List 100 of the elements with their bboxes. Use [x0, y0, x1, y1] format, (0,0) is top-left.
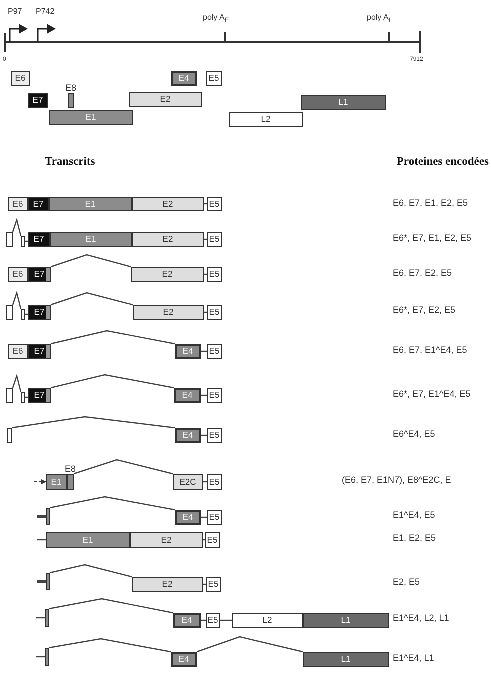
- exon-box: [7, 428, 12, 443]
- exon-box: [8, 197, 28, 211]
- exon-box: [132, 232, 204, 247]
- exon-label: E5: [209, 200, 220, 208]
- exon-box: [174, 388, 201, 403]
- splice-line: [50, 254, 132, 268]
- exon-box: [133, 305, 204, 320]
- exon-box: [129, 92, 202, 107]
- exon-bar: [45, 609, 49, 627]
- exon-box: [303, 613, 389, 628]
- exon-box: [28, 305, 51, 320]
- protein-list: E6*, E7, E1^E4, E5: [393, 390, 471, 400]
- exon-box: [175, 428, 201, 443]
- exon-box: [132, 197, 204, 211]
- exon-box: [6, 305, 13, 320]
- exon-label: E5: [209, 347, 220, 356]
- splice-line: [50, 564, 132, 578]
- exon-box: [49, 197, 132, 211]
- protein-list: E1, E2, E5: [393, 534, 436, 544]
- exon-label: L1: [341, 655, 351, 664]
- exon-box: [207, 474, 222, 490]
- exon-label: E4: [182, 513, 194, 522]
- splice-line: [12, 416, 176, 429]
- polya-site-label: poly A$_{E}$: [203, 14, 230, 25]
- exon-box: [205, 532, 220, 548]
- exon-box: [207, 267, 222, 282]
- exon-label: E2: [162, 200, 174, 208]
- splice-line: [50, 374, 174, 389]
- splice-line: [12, 290, 22, 310]
- exon-label: E8: [65, 465, 76, 474]
- exon-label: E7: [34, 347, 45, 356]
- exon-label: E4: [182, 391, 193, 400]
- connector-line: [37, 580, 46, 583]
- exon-label: E7: [32, 96, 44, 105]
- exon-box: [28, 267, 51, 282]
- protein-list: E1^E4, L2, L1: [393, 614, 450, 624]
- splice-line: [48, 598, 174, 614]
- exon-label: E7: [34, 235, 44, 244]
- connector-line: [34, 480, 46, 484]
- exon-box: [301, 95, 386, 110]
- exon-label: E5: [209, 270, 220, 279]
- exon-box: [171, 652, 197, 667]
- exon-box: [207, 344, 222, 359]
- connector-line: [37, 515, 46, 518]
- splice-line: [74, 459, 174, 475]
- protein-list: (E6, E7, E1N7), E8^E2C, E: [342, 476, 452, 486]
- exon-label: L2: [262, 616, 272, 625]
- exon-box: [6, 388, 13, 403]
- exon-box: [232, 613, 303, 628]
- exon-bar: [46, 573, 50, 590]
- splice-line: [12, 218, 22, 236]
- exon-label: E5: [209, 513, 220, 522]
- exon-label: E2: [162, 235, 174, 244]
- protein-list: E1^E4, E5: [393, 511, 436, 521]
- exon-label: E4: [182, 616, 192, 625]
- splice-line: [50, 292, 134, 306]
- exon-box: [207, 510, 222, 525]
- exon-label: E2: [160, 95, 171, 104]
- exon-label: E6: [12, 200, 24, 208]
- exon-box: [21, 392, 25, 403]
- exon-box: [206, 71, 222, 86]
- exon-box: [173, 613, 201, 628]
- exon-label: E8: [66, 84, 76, 93]
- exon-box: [28, 93, 48, 108]
- exon-label: E5: [209, 478, 220, 486]
- exon-box: [171, 71, 197, 86]
- exon-label: E6: [12, 270, 24, 279]
- exon-box: [207, 388, 222, 403]
- protein-list: E1^E4, L1: [393, 654, 434, 664]
- exon-label: E2: [162, 580, 173, 589]
- exon-box: [132, 577, 203, 592]
- exon-box: [46, 474, 67, 490]
- exon-label: E6: [12, 347, 24, 356]
- exon-box: [46, 532, 130, 548]
- exon-label: E6: [15, 74, 26, 83]
- exon-label: E4: [182, 431, 194, 440]
- protein-list: E6, E7, E2, E5: [393, 269, 452, 279]
- exon-box: [207, 197, 222, 211]
- exon-box: [207, 305, 222, 320]
- exon-box: [303, 652, 389, 667]
- splice-line: [12, 374, 22, 392]
- exon-box: [28, 232, 50, 247]
- exon-label: E5: [207, 536, 218, 544]
- column-heading: Transcrits: [45, 156, 96, 169]
- exon-label: E1: [86, 113, 96, 122]
- exon-label: E4: [182, 347, 194, 356]
- exon-box: [206, 613, 220, 628]
- exon-label: E2: [162, 270, 173, 279]
- exon-box: [207, 232, 222, 247]
- splice-line: [196, 636, 304, 653]
- exon-box: [28, 344, 51, 359]
- exon-bar: [45, 648, 49, 666]
- polya-site-label: poly A$_{L}$: [367, 14, 392, 25]
- exon-label: E4: [178, 74, 190, 83]
- exon-box: [229, 112, 303, 127]
- exon-box: [21, 309, 25, 320]
- exon-box: [11, 71, 30, 86]
- protein-list: E2, E5: [393, 578, 420, 588]
- exon-box: [206, 577, 221, 592]
- exon-label: E4: [178, 655, 190, 664]
